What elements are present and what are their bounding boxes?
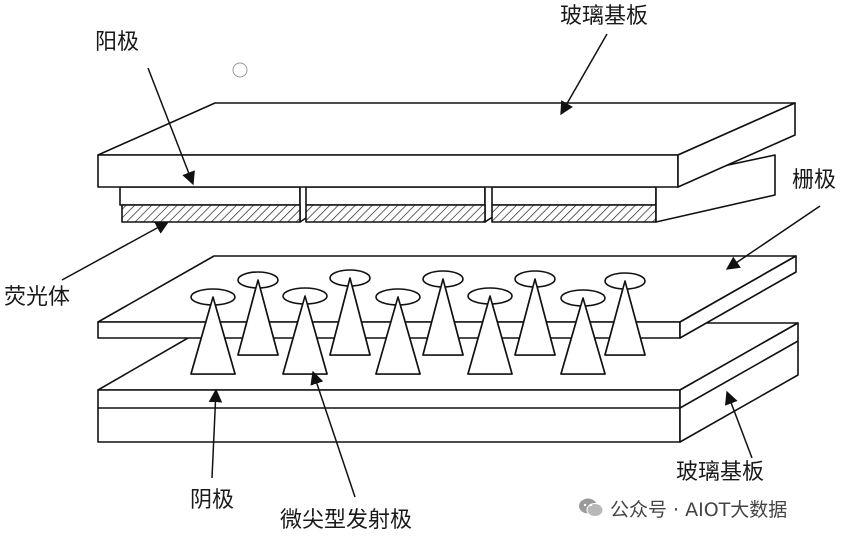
emitter-cone-body	[375, 296, 421, 375]
label-glass-bottom: 玻璃基板	[676, 460, 765, 485]
label-cathode: 阴极	[190, 488, 235, 513]
emitter-cone-body	[467, 295, 513, 375]
wechat-icon	[579, 498, 604, 517]
stray-circle-mark	[232, 62, 248, 78]
emitter-cone-body	[237, 279, 279, 356]
emitter-cone-body	[282, 295, 328, 375]
arrow-cathode	[208, 388, 223, 479]
emitter-cone-body	[604, 280, 646, 356]
label-emitter: 微尖型发射极	[280, 508, 413, 533]
emitter-cone-body	[560, 297, 606, 375]
arrow-grid	[725, 205, 821, 270]
arrow-phosphor	[61, 221, 170, 281]
leader-arrows	[61, 33, 821, 498]
arrow-glass-bottom	[724, 390, 753, 459]
arrow-emitter	[310, 370, 356, 498]
anode-segments	[119, 154, 776, 223]
emitter-cone-body	[329, 277, 371, 356]
label-anode: 阳极	[95, 30, 140, 55]
watermark-text: 公众号 · AIOT大数据	[610, 498, 788, 521]
micro-tip-emitters	[190, 269, 646, 375]
emitter-cone-body	[422, 278, 464, 356]
top-glass-plate	[97, 102, 796, 188]
watermark: 公众号 · AIOT大数据	[578, 495, 787, 521]
label-grid: 栅极	[792, 168, 837, 193]
emitter-cone-body	[514, 278, 556, 356]
arrow-glass-top	[560, 33, 608, 116]
label-phosphor: 荧光体	[4, 285, 71, 310]
emitter-cone-body	[190, 296, 236, 375]
label-glass-top: 玻璃基板	[560, 4, 649, 29]
arrow-anode	[147, 67, 195, 186]
